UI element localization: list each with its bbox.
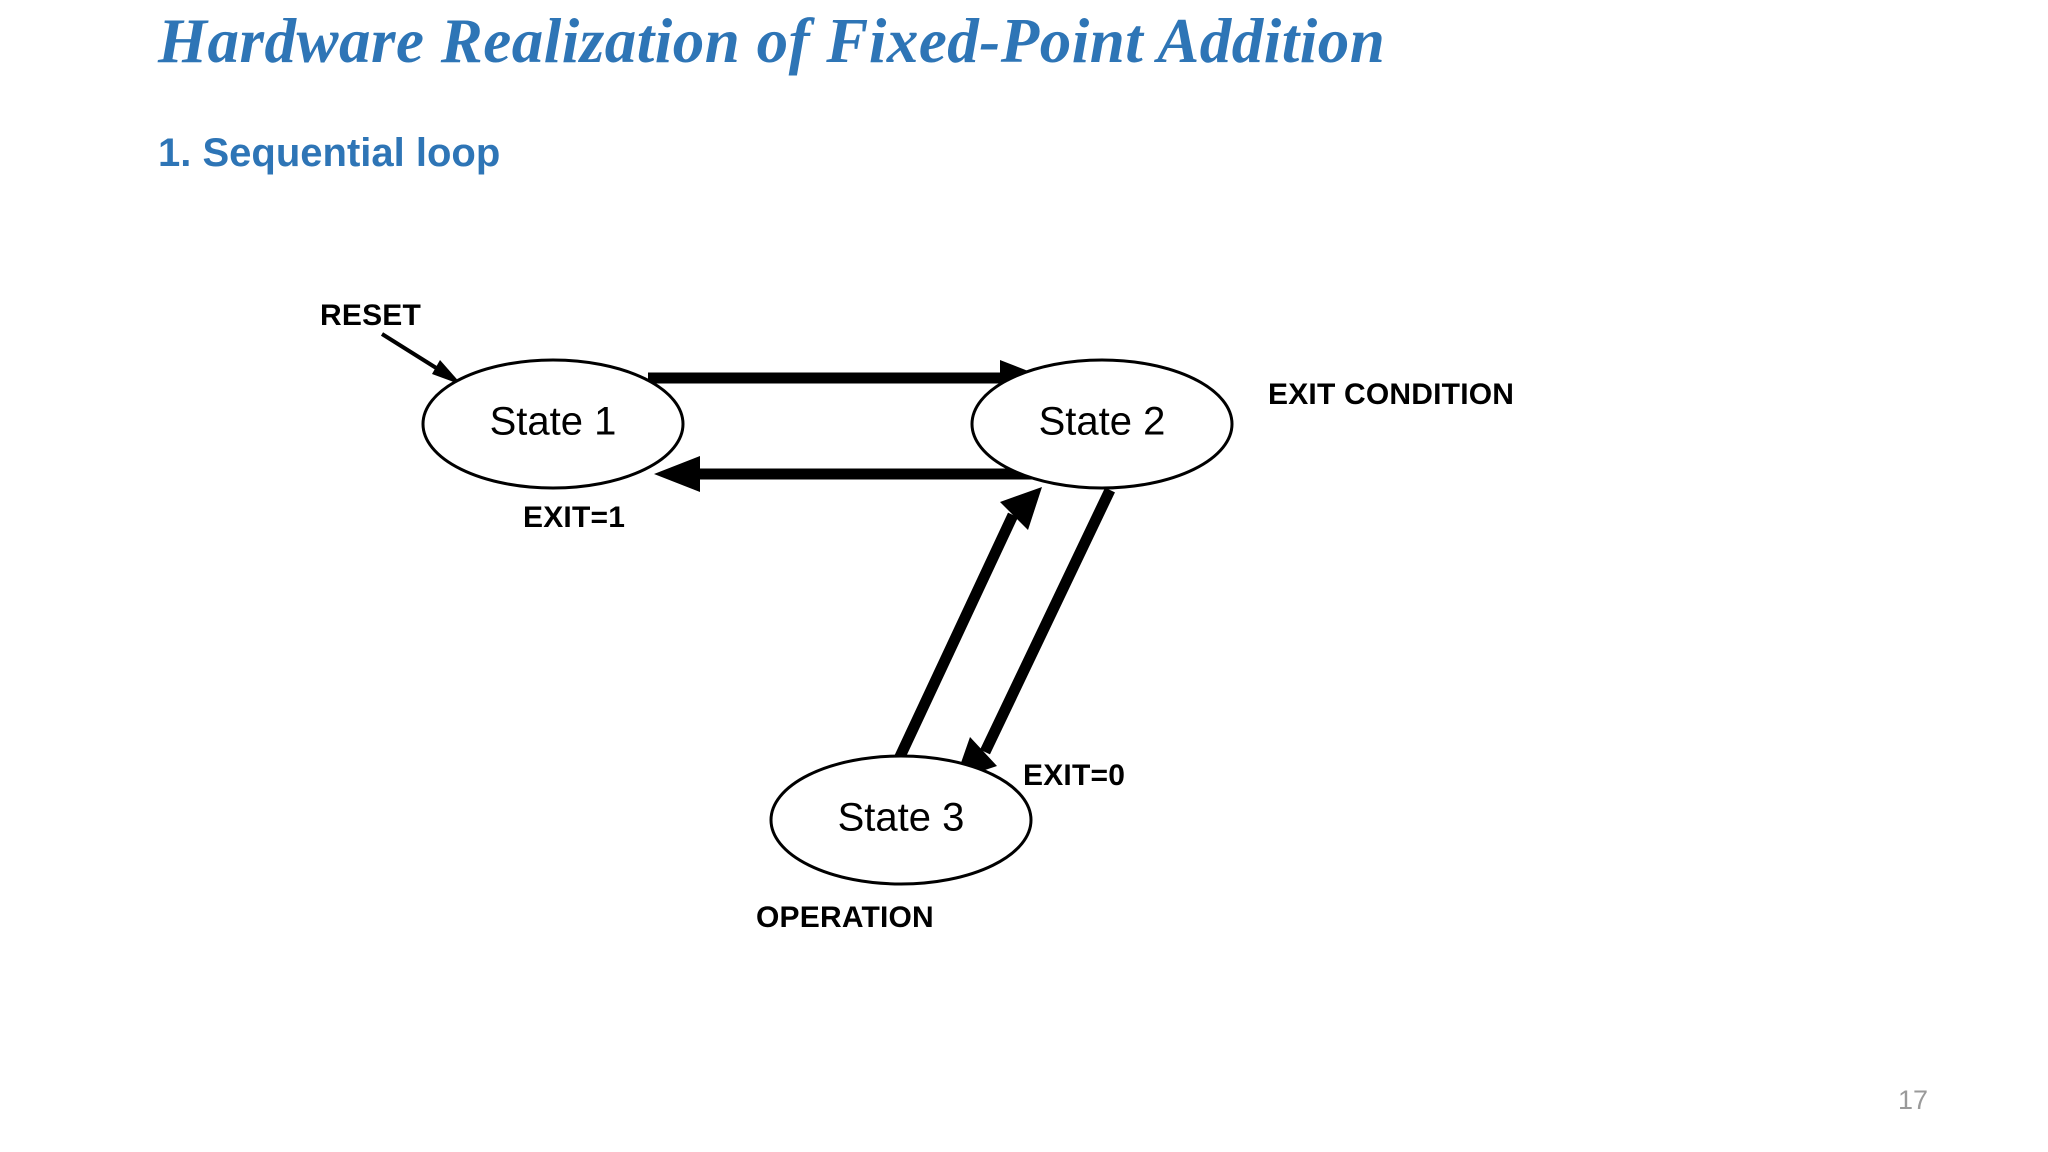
page-number: 17: [1898, 1085, 1929, 1115]
arrowhead-reset: [432, 360, 462, 385]
state1-label: State 1: [490, 400, 617, 444]
edge-state2-to-state3: [955, 487, 1115, 780]
section-heading: 1. Sequential loop: [158, 131, 501, 175]
state1-ellipse[interactable]: [421, 358, 685, 490]
node-state3[interactable]: State 3: [769, 754, 1033, 886]
page-title: Hardware Realization of Fixed-Point Addi…: [158, 6, 1386, 76]
state2-ellipse[interactable]: [970, 358, 1234, 490]
state3-ellipse[interactable]: [769, 754, 1033, 886]
exit-zero-label: EXIT=0: [1023, 759, 1125, 792]
exit-condition-label: EXIT CONDITION: [1268, 378, 1514, 411]
arrowhead-to-state2-from-state3: [1000, 487, 1042, 530]
edge-line-state2-state3: [980, 487, 1115, 755]
edge-state2-to-state1: [654, 456, 1055, 492]
reset-label: RESET: [320, 299, 421, 332]
arrowhead-to-state1: [654, 456, 700, 492]
edge-reset-to-state1: [380, 332, 462, 385]
state2-label: State 2: [1039, 400, 1166, 444]
operation-label: OPERATION: [756, 901, 934, 934]
edge-state3-to-state2: [885, 487, 1042, 781]
edge-line-state3-state2: [885, 512, 1018, 781]
edge-state1-to-state2: [648, 360, 1046, 396]
state3-label: State 3: [838, 796, 965, 840]
node-state1[interactable]: State 1: [421, 358, 685, 490]
exit-one-label: EXIT=1: [523, 501, 625, 534]
node-state2[interactable]: State 2: [970, 358, 1234, 490]
